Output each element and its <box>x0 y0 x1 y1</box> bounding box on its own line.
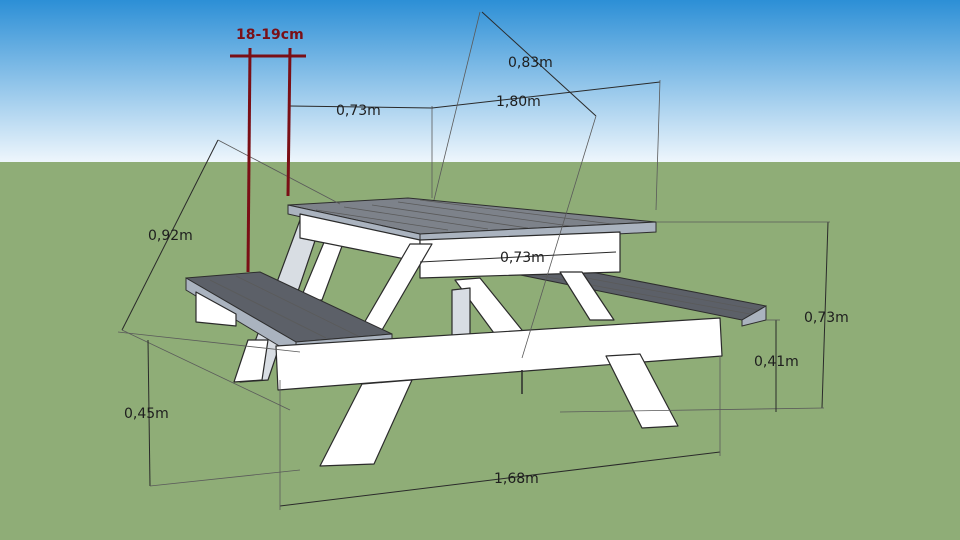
label-top-length: 1,80m <box>496 94 541 110</box>
label-bench-height: 0,41m <box>754 354 799 370</box>
label-frame-spacing: 0,73m <box>500 250 545 266</box>
dimension-lines <box>117 11 830 510</box>
front-right-leg-upper <box>559 271 615 321</box>
slat-gap-marker <box>230 47 306 273</box>
bench-rail <box>275 317 723 391</box>
front-right-leg-lower <box>605 353 679 429</box>
near-bench-support <box>195 291 237 327</box>
label-slat-gap: 18-19cm <box>236 27 304 43</box>
back-left-leg-lower <box>233 339 269 383</box>
label-table-height: 0,73m <box>804 310 849 326</box>
label-bench-depth: 0,45m <box>124 406 169 422</box>
label-bench-diagonal: 0,92m <box>148 228 193 244</box>
picnic-table <box>185 197 767 467</box>
label-top-left-offset: 0,73m <box>336 103 381 119</box>
label-base-length: 1,68m <box>494 471 539 487</box>
front-left-leg-lower <box>319 379 413 467</box>
label-top-width: 0,83m <box>508 55 553 71</box>
sky <box>0 0 960 162</box>
